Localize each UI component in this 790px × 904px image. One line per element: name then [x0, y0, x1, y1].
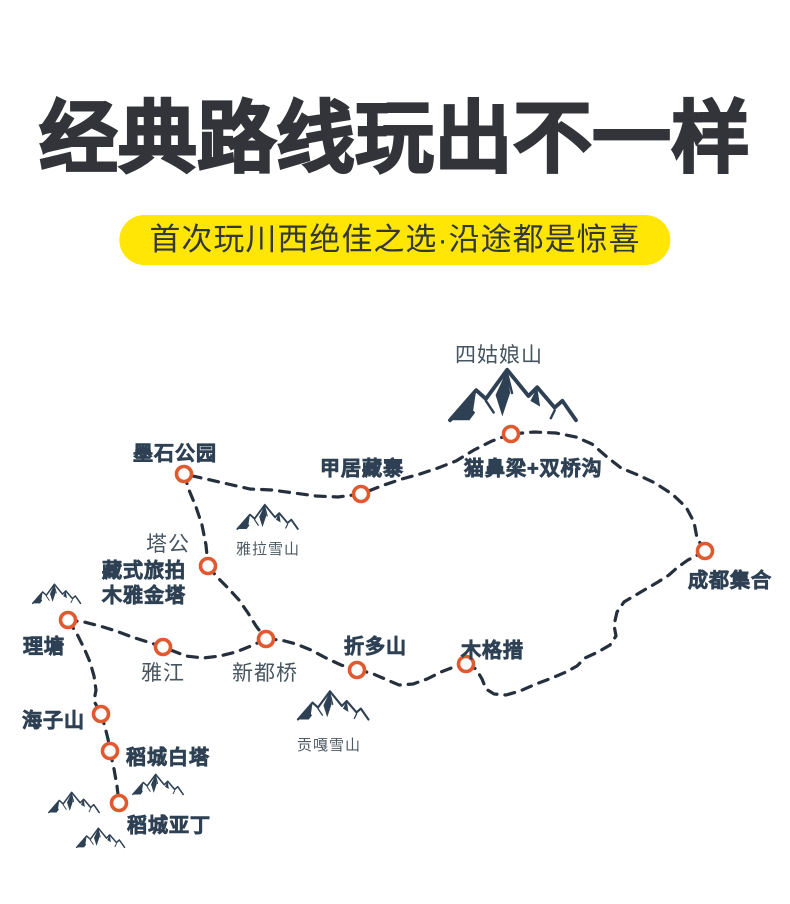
- map-label-xinduqiao: 新都桥: [232, 662, 298, 685]
- route-moshi-to-tagong: [182, 472, 210, 568]
- map-label-yala-snow-mountain: 雅拉雪山: [236, 541, 301, 558]
- map-label-daocheng-baita: 稻城白塔: [126, 747, 210, 770]
- waypoint-marker-mugecuo: [456, 654, 476, 674]
- route-yajiang-to-litang: [66, 618, 165, 649]
- waypoint-marker-haizishan: [91, 704, 111, 724]
- mountain-icon-gongga-snow-mountain: [296, 690, 370, 721]
- waypoint-marker-maobiliang: [501, 424, 521, 444]
- waypoint-marker-daocheng-yading: [109, 793, 129, 813]
- route-maobiliang-to-jiaju: [359, 432, 513, 496]
- route-zheduoshan-to-mugecuo: [355, 662, 468, 687]
- map-label-siguniangshan: 四姑娘山: [455, 344, 543, 367]
- waypoint-marker-xinduqiao: [256, 629, 276, 649]
- mountain-icon-yading-right: [132, 773, 184, 796]
- map-label-zheduoshan: 折多山: [344, 636, 407, 659]
- map-label-muya-jinta: 木雅金塔: [102, 585, 186, 608]
- map-label-moshi-gongyuan: 墨石公园: [133, 443, 217, 466]
- waypoint-marker-zheduoshan: [347, 660, 367, 680]
- mountain-icon-litang: [31, 583, 82, 605]
- page-title: 经典路线玩出不一样: [38, 93, 751, 183]
- waypoint-marker-daocheng-baita: [100, 741, 120, 761]
- mountain-icon-yading-left: [48, 791, 100, 814]
- waypoint-marker-chengdu: [695, 541, 715, 561]
- route-mugecuo-to-chengdu: [464, 549, 707, 697]
- map-label-tagong: 塔公: [146, 533, 190, 556]
- route-jiaju-to-moshi: [182, 472, 363, 499]
- map-label-daocheng-yading: 稻城亚丁: [127, 815, 211, 838]
- map-label-chengdu-jihe: 成都集合: [688, 570, 772, 593]
- map-label-haizishan: 海子山: [22, 710, 85, 733]
- subtitle-banner: 首次玩川西绝佳之选·沿途都是惊喜: [119, 215, 671, 265]
- map-label-gongga-snow-mountain: 贡嘎雪山: [297, 737, 362, 754]
- map-label-yajiang: 雅江: [141, 662, 185, 685]
- map-label-jiaju-zangzhai: 甲居藏寨: [320, 458, 404, 481]
- mountain-icon-yala-snow-mountain: [236, 503, 299, 530]
- map-label-zangshi-lvpai: 藏式旅拍: [102, 560, 186, 583]
- map-label-maobiliang-shuangqiaogou: 猫鼻梁+双桥沟: [464, 458, 603, 481]
- route-xinduqiao-to-zheduoshan: [264, 637, 359, 672]
- route-xinduqiao-to-yajiang: [161, 637, 268, 660]
- waypoint-marker-litang: [58, 610, 78, 630]
- map-label-litang: 理塘: [23, 636, 65, 659]
- waypoint-marker-jiaju: [351, 484, 371, 504]
- route-tagong-to-xinduqiao: [206, 564, 268, 641]
- route-chengdu-to-maobiliang: [509, 430, 707, 553]
- map-label-mugecuo: 木格措: [461, 640, 524, 663]
- mountain-icon-siguniangshan: [448, 367, 578, 423]
- waypoint-marker-moshi: [174, 464, 194, 484]
- waypoint-marker-tagong: [198, 556, 218, 576]
- mountain-icon-yading-bottom: [75, 827, 126, 849]
- waypoint-marker-yajiang: [153, 637, 173, 657]
- route-litang-to-haizishan: [66, 618, 103, 716]
